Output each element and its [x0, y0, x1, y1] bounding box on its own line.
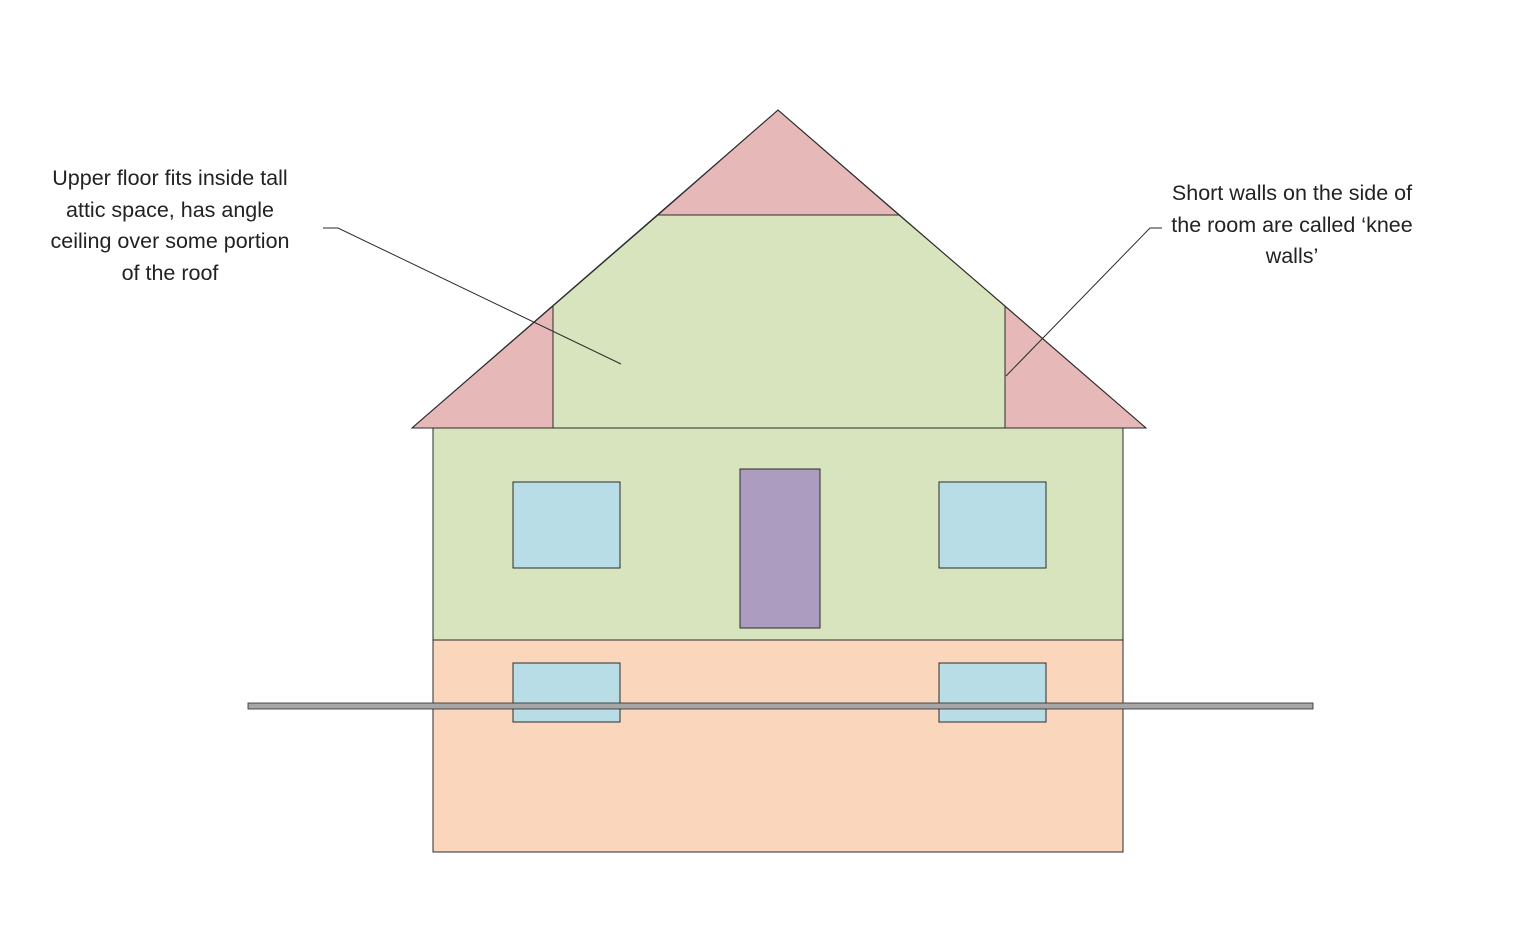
knee-walls-callout-line: walls’ — [1265, 244, 1319, 268]
knee-walls-callout: Short walls on the side of the room are … — [1142, 178, 1442, 273]
knee-walls-callout-line: Short walls on the side of — [1171, 181, 1413, 205]
basement-window-right — [938, 662, 1047, 723]
upper-floor-leader-line — [323, 227, 622, 365]
knee-walls-callout-line: the room are called ‘knee — [1171, 212, 1413, 237]
top-attic-void — [656, 109, 901, 216]
upper-floor-callout-line: ceiling over some portion — [50, 229, 290, 253]
basement-window-left — [512, 662, 621, 723]
knee-wall-leader-line — [1005, 227, 1162, 377]
first-floor-window-left — [512, 481, 621, 569]
upper-floor-callout-line: attic space, has angle — [66, 197, 274, 222]
grade-line — [247, 702, 1314, 710]
upper-floor-callout-line: Upper floor fits inside tall — [52, 166, 288, 190]
upper-floor-callout: Upper floor fits inside tall attic space… — [20, 163, 320, 289]
first-floor-window-right — [938, 481, 1047, 569]
front-door — [739, 468, 821, 629]
upper-floor-callout-line: of the roof — [121, 260, 219, 285]
